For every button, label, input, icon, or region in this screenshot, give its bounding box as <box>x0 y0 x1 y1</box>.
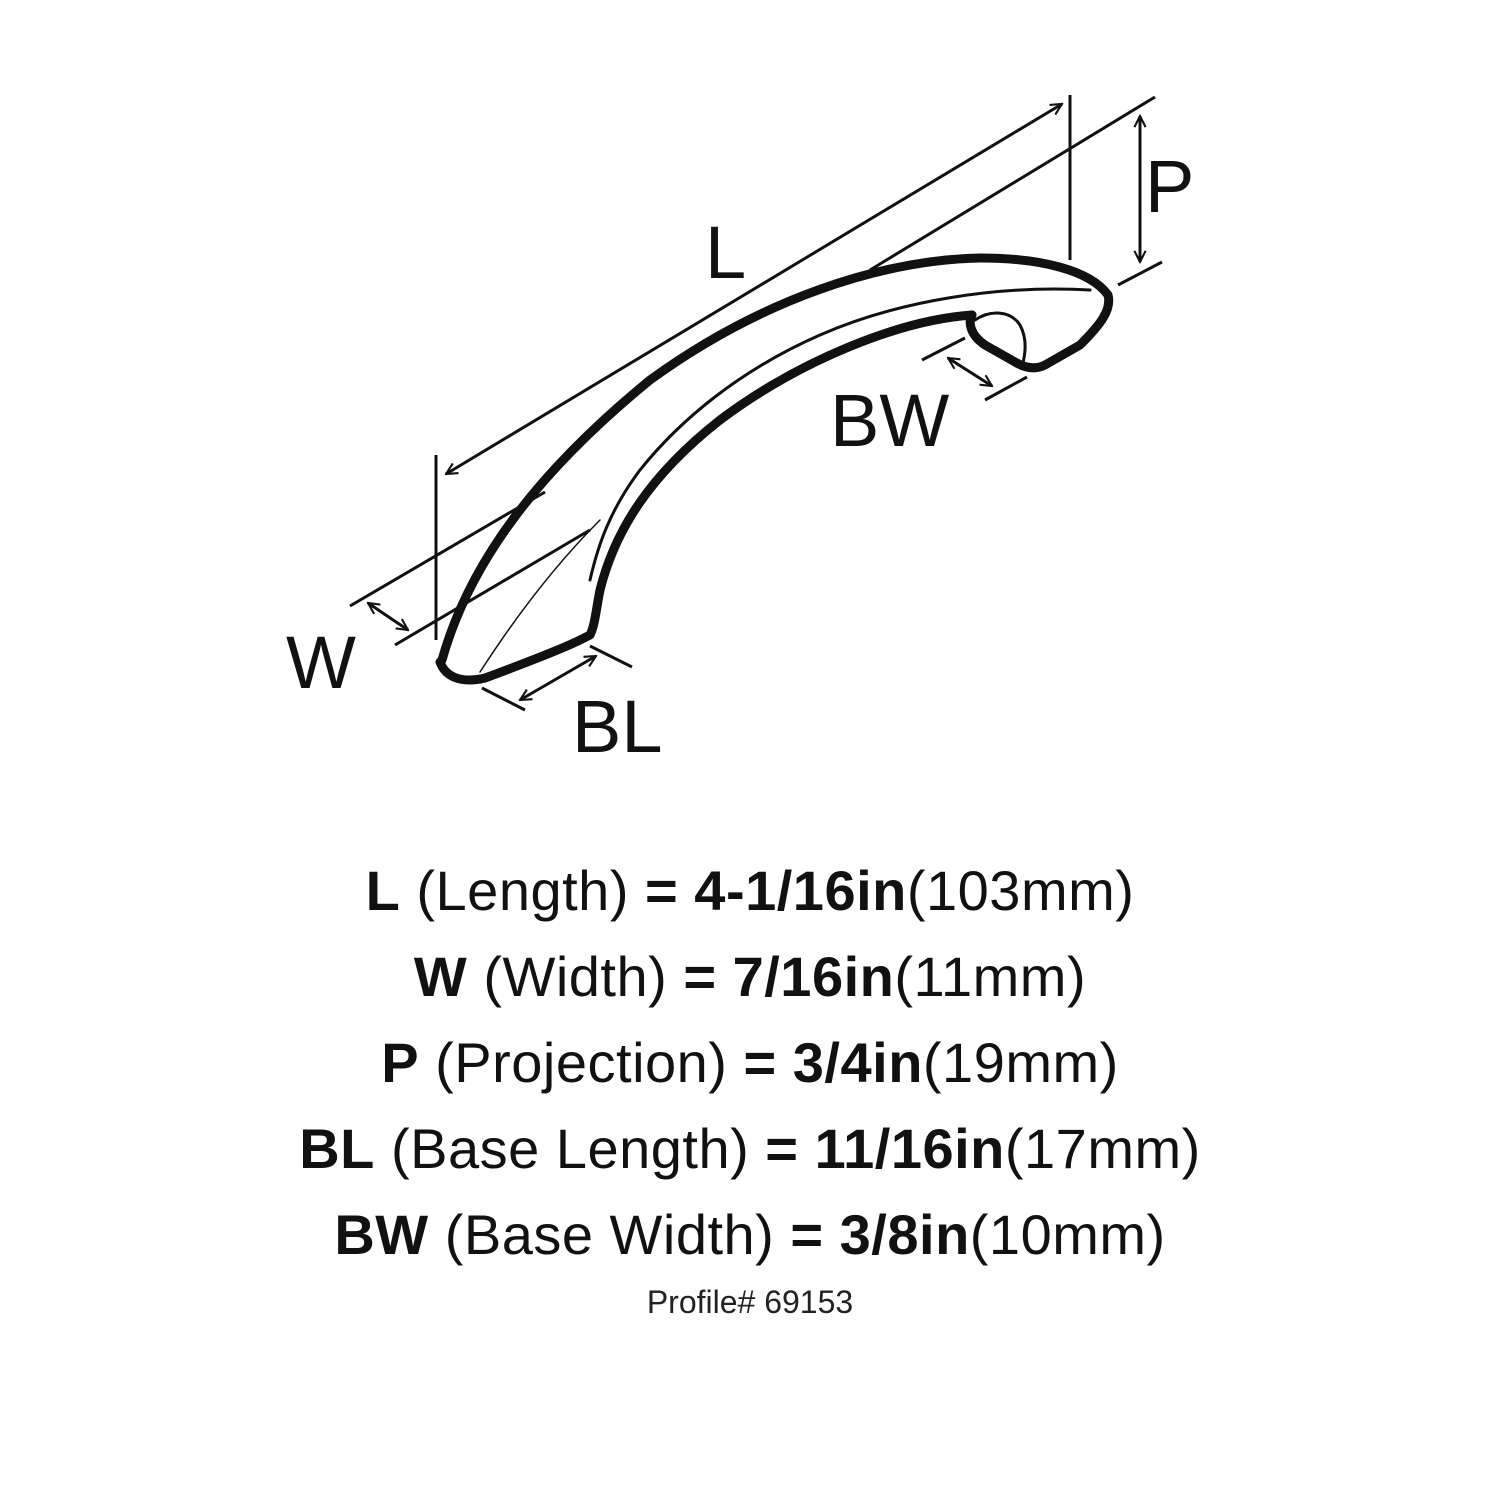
spec-projection: P (Projection) = 3/4in(19mm) <box>0 1020 1500 1106</box>
dim-P <box>1117 116 1163 287</box>
spec-abbr: BW <box>334 1203 429 1266</box>
spec-imperial: 4-1/16in <box>694 859 907 922</box>
spec-imperial: 3/8in <box>839 1203 970 1266</box>
spec-imperial: 3/4in <box>792 1031 923 1094</box>
spec-name: (Width) <box>483 945 668 1008</box>
profile-number: Profile# 69153 <box>646 1284 854 1320</box>
dim-L <box>434 95 1156 640</box>
label-W: W <box>286 621 356 704</box>
spec-name: (Base Width) <box>444 1203 775 1266</box>
spec-list: L (Length) = 4-1/16in(103mm) W (Width) =… <box>0 848 1500 1321</box>
dim-BW <box>921 336 1028 402</box>
spec-abbr: P <box>381 1031 420 1094</box>
spec-name: (Projection) <box>435 1031 728 1094</box>
spec-base-length: BL (Base Length) = 11/16in(17mm) <box>0 1106 1500 1192</box>
label-P: P <box>1145 145 1194 228</box>
spec-abbr: BL <box>299 1117 375 1180</box>
handle-dimension-diagram: L P W BL BW <box>286 95 1194 768</box>
spec-metric: (11mm) <box>894 945 1087 1008</box>
label-L: L <box>705 211 746 294</box>
spec-equals: = <box>765 1117 799 1180</box>
spec-abbr: L <box>365 859 401 922</box>
dim-BL <box>481 644 633 712</box>
dim-W <box>349 490 591 647</box>
spec-equals: = <box>645 859 679 922</box>
spec-metric: (103mm) <box>906 859 1135 922</box>
label-BW: BW <box>830 379 949 462</box>
spec-metric: (10mm) <box>969 1203 1166 1266</box>
spec-abbr: W <box>413 945 468 1008</box>
spec-metric: (17mm) <box>1004 1117 1201 1180</box>
spec-name: (Length) <box>416 859 629 922</box>
spec-imperial: 7/16in <box>732 945 895 1008</box>
spec-equals: = <box>683 945 717 1008</box>
handle-outline <box>435 253 1114 685</box>
spec-equals: = <box>743 1031 777 1094</box>
label-BL: BL <box>572 685 663 768</box>
spec-metric: (19mm) <box>922 1031 1119 1094</box>
spec-imperial: 11/16in <box>814 1117 1005 1180</box>
spec-length: L (Length) = 4-1/16in(103mm) <box>0 848 1500 934</box>
spec-base-width: BW (Base Width) = 3/8in(10mm) <box>0 1192 1500 1278</box>
spec-equals: = <box>790 1203 824 1266</box>
spec-name: (Base Length) <box>390 1117 750 1180</box>
spec-width: W (Width) = 7/16in(11mm) <box>0 934 1500 1020</box>
